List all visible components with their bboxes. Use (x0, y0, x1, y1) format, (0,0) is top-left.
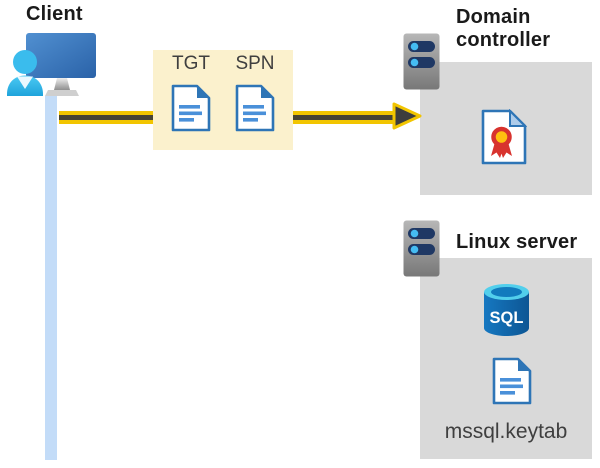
client-workstation-icon (7, 33, 96, 96)
spn-label: SPN (235, 53, 275, 74)
keytab-document-icon (492, 357, 532, 405)
spn-document-icon (235, 84, 275, 132)
domain-controller-label: Domain controller (456, 6, 551, 51)
monitor-icon (26, 33, 96, 96)
tgt-ticket: TGT (169, 53, 213, 150)
client-label: Client (26, 3, 83, 25)
linux-server-icon (403, 220, 440, 277)
client-connector-line (45, 96, 57, 460)
tgt-label: TGT (172, 53, 210, 74)
domain-controller-server-icon (403, 33, 440, 90)
sql-database-icon: SQL (484, 284, 529, 336)
auth-arrow-head-icon (392, 102, 422, 130)
ticket-box: TGT SPN (153, 50, 293, 150)
sql-icon-text: SQL (490, 309, 524, 327)
tgt-document-icon (171, 84, 211, 132)
certificate-icon (481, 109, 527, 165)
person-icon (7, 50, 43, 96)
spn-ticket: SPN (233, 53, 277, 150)
linux-server-label: Linux server (456, 231, 578, 253)
keytab-label: mssql.keytab (444, 420, 568, 443)
